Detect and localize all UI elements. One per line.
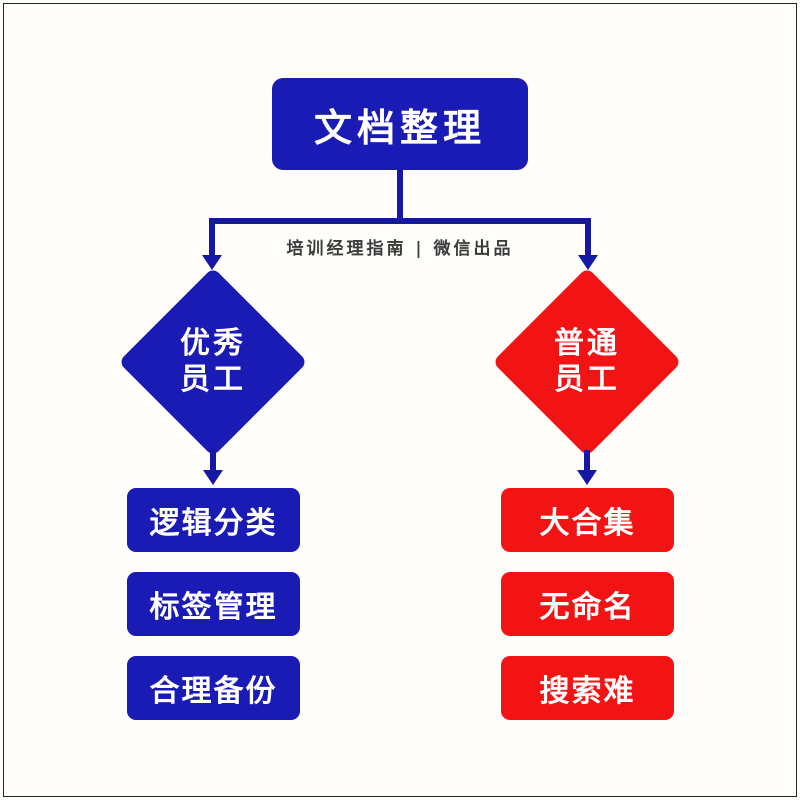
left-branch-drop-line (209, 218, 215, 256)
left-item-reasonable-backup: 合理备份 (127, 656, 300, 720)
right-list-arrow-down-icon (577, 470, 597, 485)
right-item-hard-to-search: 搜索难 (501, 656, 674, 720)
root-stem-line (397, 170, 403, 220)
left-item-tag-management: 标签管理 (127, 572, 300, 636)
left-branch-arrow-down-icon (202, 255, 222, 270)
left-list-arrow-down-icon (203, 470, 223, 485)
left-item-logic-classification: 逻辑分类 (127, 488, 300, 552)
right-item-no-naming: 无命名 (501, 572, 674, 636)
right-branch-arrow-down-icon (578, 255, 598, 270)
right-branch-drop-line (585, 218, 591, 256)
right-diamond-label-line1: 普通 (554, 327, 620, 360)
left-list-drop-line (210, 450, 216, 472)
right-diamond-label: 普通 员工 (517, 326, 657, 398)
watermark-text: 培训经理指南 | 微信出品 (286, 239, 514, 259)
left-diamond-label-line2: 员工 (180, 363, 246, 396)
right-list-drop-line (584, 450, 590, 472)
left-diamond-label: 优秀 员工 (143, 326, 283, 398)
branch-horizontal-line (209, 218, 591, 224)
right-diamond-label-line2: 员工 (554, 363, 620, 396)
left-diamond-label-line1: 优秀 (180, 327, 246, 360)
right-item-big-collection: 大合集 (501, 488, 674, 552)
root-node: 文档整理 (272, 78, 528, 170)
